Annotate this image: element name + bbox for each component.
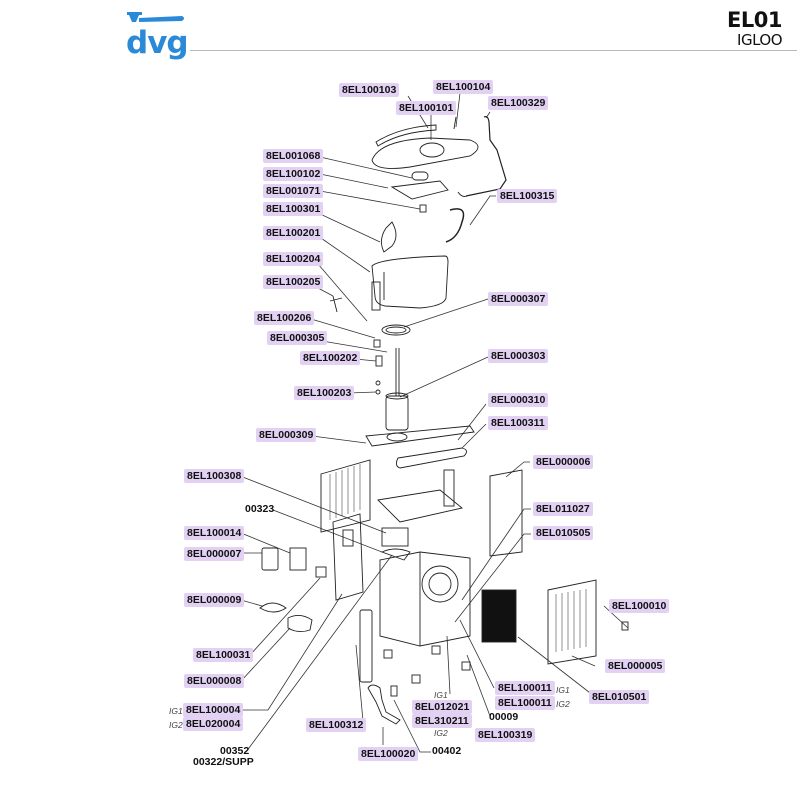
ref-label: 00009 xyxy=(489,711,519,723)
part-label[interactable]: 8EL100102 xyxy=(263,167,324,181)
part-label[interactable]: 8EL001068 xyxy=(263,149,324,163)
part-label[interactable]: 8EL100311 xyxy=(488,416,548,430)
variant-tag: IG2 xyxy=(556,699,570,709)
part-label[interactable]: 8EL100103 xyxy=(339,83,400,97)
ref-label: 00322/SUPP xyxy=(193,756,254,768)
part-label[interactable]: 8EL000009 xyxy=(184,593,245,607)
part-label[interactable]: 8EL100301 xyxy=(263,202,324,216)
ref-label: 00402 xyxy=(432,745,462,757)
part-label[interactable]: 8EL100020 xyxy=(358,747,419,761)
part-label[interactable]: 8EL000305 xyxy=(267,331,328,345)
part-label[interactable]: 8EL000008 xyxy=(184,674,245,688)
model-name: IGLOO xyxy=(737,31,782,49)
part-label[interactable]: 8EL100315 xyxy=(497,189,558,203)
part-label[interactable]: 8EL000307 xyxy=(488,292,549,306)
variant-tag: IG2 xyxy=(169,720,183,730)
part-label[interactable]: 8EL100319 xyxy=(475,728,536,742)
part-label[interactable]: 8EL000007 xyxy=(184,547,245,561)
part-label[interactable]: 8EL100011 xyxy=(495,681,555,695)
part-label[interactable]: 8EL100206 xyxy=(254,311,315,325)
model-code: EL01 xyxy=(727,8,782,32)
variant-tag: IG2 xyxy=(434,728,448,738)
ref-label: 00352 xyxy=(220,745,250,757)
part-label[interactable]: 8EL100201 xyxy=(263,226,324,240)
variant-tag: IG1 xyxy=(434,690,448,700)
part-label[interactable]: 8EL000005 xyxy=(605,659,666,673)
leader-lines xyxy=(239,92,629,753)
part-label[interactable]: 8EL100202 xyxy=(300,351,361,365)
part-label[interactable]: 8EL011027 xyxy=(533,502,593,516)
part-label[interactable]: 8EL020004 xyxy=(183,717,244,731)
variant-tag: IG1 xyxy=(169,706,183,716)
part-label[interactable]: 8EL000310 xyxy=(488,393,549,407)
part-label[interactable]: 8EL100329 xyxy=(488,96,549,110)
part-label[interactable]: 8EL010505 xyxy=(533,526,594,540)
part-label[interactable]: 8EL100101 xyxy=(396,101,457,115)
part-label[interactable]: 8EL310211 xyxy=(412,714,472,728)
part-label[interactable]: 8EL100308 xyxy=(184,469,245,483)
part-label[interactable]: 8EL100204 xyxy=(263,252,324,266)
header-divider xyxy=(190,50,797,51)
part-label[interactable]: 8EL000303 xyxy=(488,349,549,363)
dvg-logo-icon xyxy=(127,12,184,22)
part-label[interactable]: 8EL010501 xyxy=(589,690,650,704)
parts-artwork xyxy=(259,115,629,725)
ref-label: 00323 xyxy=(245,503,275,515)
variant-tag: IG1 xyxy=(556,685,570,695)
part-label[interactable]: 8EL000006 xyxy=(533,455,594,469)
part-label[interactable]: 8EL012021 xyxy=(412,700,473,714)
part-label[interactable]: 8EL100010 xyxy=(609,599,670,613)
part-label[interactable]: 8EL100205 xyxy=(263,275,324,289)
part-label[interactable]: 8EL100312 xyxy=(306,718,367,732)
part-label[interactable]: 8EL100014 xyxy=(184,526,245,540)
part-label[interactable]: 8EL100004 xyxy=(183,703,244,717)
part-label[interactable]: 8EL001071 xyxy=(263,184,324,198)
part-label[interactable]: 8EL100203 xyxy=(294,386,355,400)
part-label[interactable]: 8EL100031 xyxy=(193,648,254,662)
brand-logo-text: dvg xyxy=(126,25,189,61)
part-label[interactable]: 8EL100104 xyxy=(433,80,494,94)
part-label[interactable]: 8EL100011 xyxy=(495,696,555,710)
part-label[interactable]: 8EL000309 xyxy=(256,428,317,442)
